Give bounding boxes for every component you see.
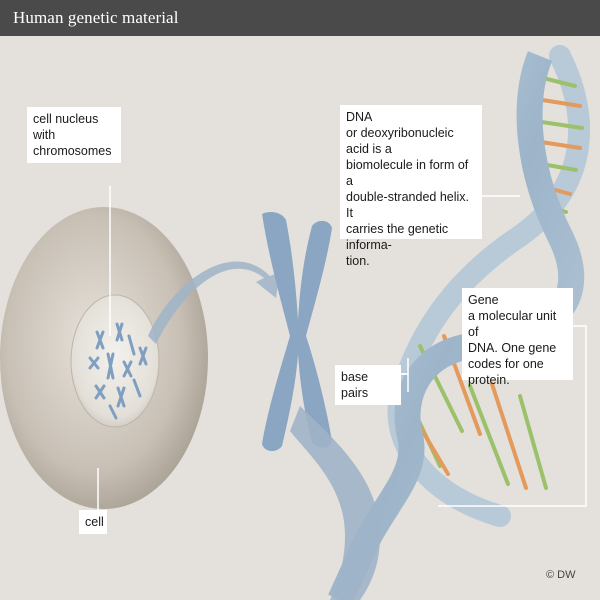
- gene-label: Gene a molecular unit of DNA. One gene c…: [462, 288, 573, 387]
- header-bar: Human genetic material: [0, 0, 600, 36]
- leader-lines: [97, 186, 587, 510]
- nucleus-chromosomes: [88, 322, 148, 420]
- credit-text: © DW: [546, 569, 576, 581]
- page-title: Human genetic material: [13, 8, 179, 27]
- nucleus-label: cell nucleus with chromosomes: [27, 107, 121, 163]
- dna-label: DNA or deoxyribonucleic acid is a biomol…: [340, 105, 482, 268]
- cell-label: cell: [79, 510, 107, 534]
- chromosome-to-dna-ribbon: [290, 406, 380, 600]
- base-pairs-label: base pairs: [335, 365, 401, 405]
- large-chromosome: [262, 212, 332, 452]
- nucleus-arrow: [148, 261, 280, 344]
- nucleus-shape: [70, 294, 160, 428]
